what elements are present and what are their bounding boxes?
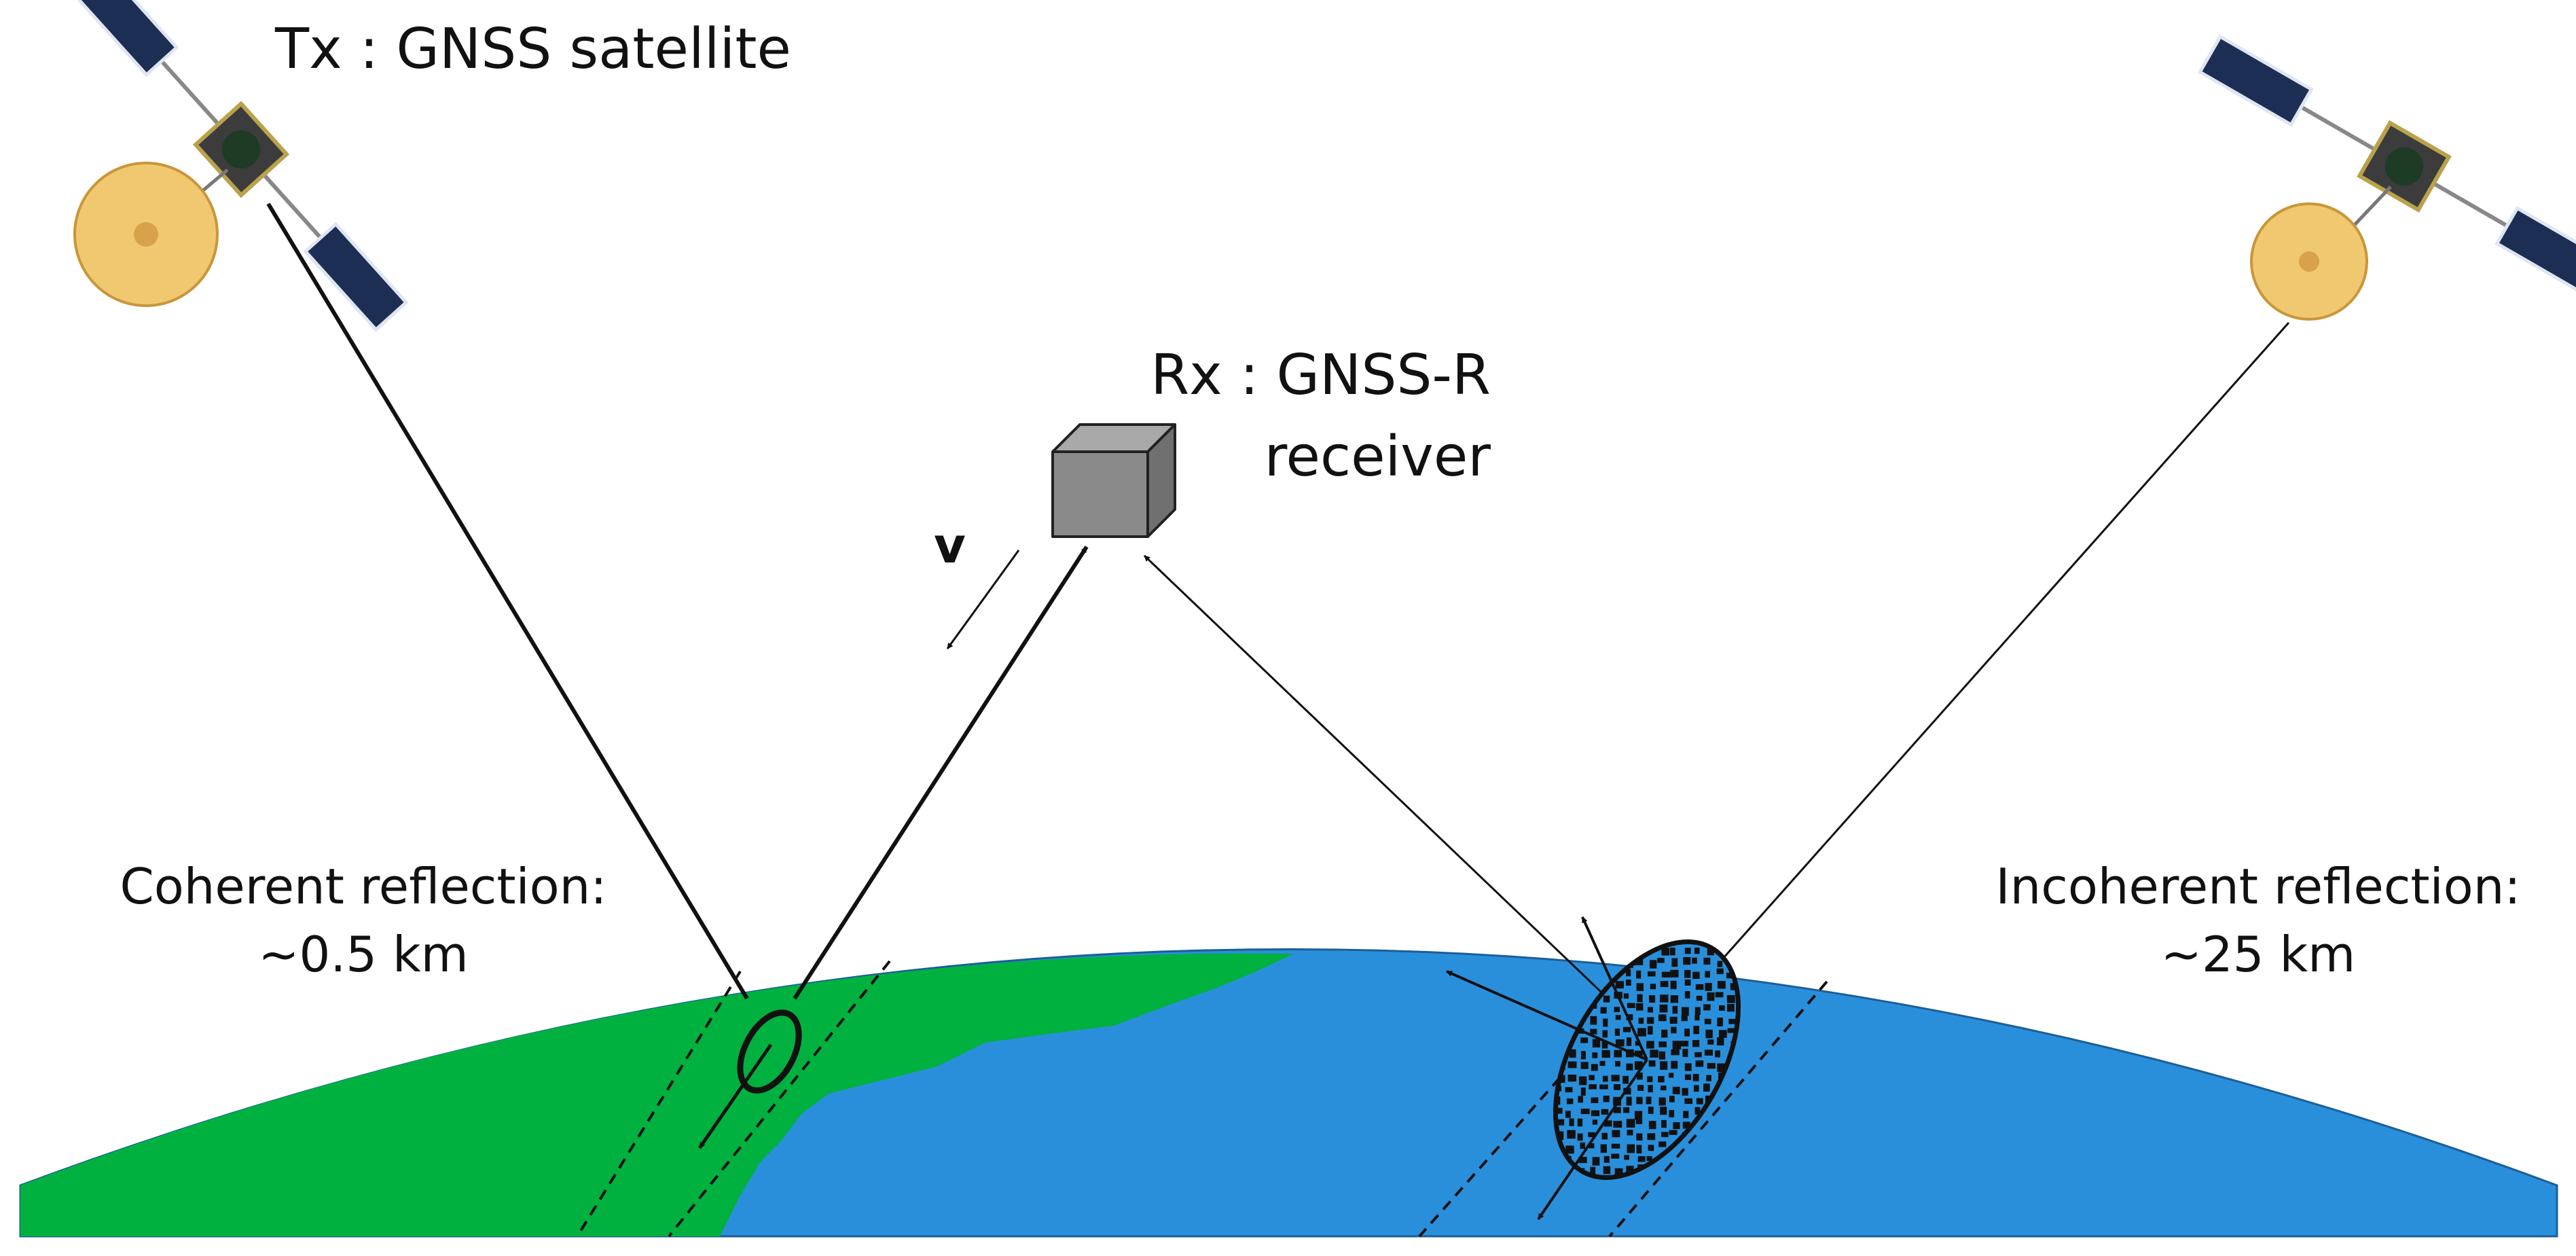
receiver-box-front	[1051, 450, 1149, 538]
coherent-reflection-zone	[576, 960, 891, 1238]
reflected-path-incoherent	[1143, 554, 1645, 1034]
receiver-box-icon	[1051, 423, 1176, 538]
incident-path-left	[266, 202, 749, 1000]
satellite-icon	[73, 0, 409, 332]
velocity-arrow	[946, 550, 1020, 649]
incoherent-reflection-label: Incoherent reflection:	[1995, 858, 2520, 915]
diffuse-scatter-arrows	[1446, 916, 1648, 1221]
land-area	[20, 953, 1294, 1236]
signal-paths	[266, 202, 2290, 1034]
receiver-label-line1: Rx : GNSS-R	[1150, 343, 1491, 408]
satellite-icon	[2197, 34, 2576, 321]
solar-panel	[73, 0, 179, 77]
coherent-reflection-size: ~0.5 km	[258, 926, 469, 983]
incident-path-right	[1656, 322, 2290, 1033]
earth-surface	[19, 948, 2558, 1238]
coherent-reflection-label: Coherent reflection:	[120, 858, 606, 915]
fresnel-boundary-dashed	[668, 960, 891, 1238]
scatter-arrow	[1446, 970, 1648, 1061]
incoherent-reflection-outline	[1553, 939, 1741, 1180]
scatter-arrow	[1581, 916, 1648, 1060]
transmitter-label: Tx : GNSS satellite	[274, 17, 791, 82]
solar-panel	[303, 221, 409, 332]
solar-panel	[2197, 34, 2314, 127]
glistening-track-arrow	[697, 1043, 773, 1149]
receiver-label-line2: receiver	[1265, 425, 1491, 489]
incoherent-reflection-size: ~25 km	[2161, 926, 2356, 983]
fresnel-boundary-dashed	[576, 970, 742, 1238]
receiver-box-side	[1146, 423, 1176, 538]
glistening-boundary-dashed	[1608, 980, 1828, 1238]
velocity-label: v	[934, 517, 966, 574]
reflected-path-coherent	[793, 545, 1089, 1000]
coherent-reflection-ellipse	[737, 1009, 802, 1094]
solar-panel	[2495, 206, 2576, 299]
scatter-arrow	[1537, 1058, 1648, 1221]
